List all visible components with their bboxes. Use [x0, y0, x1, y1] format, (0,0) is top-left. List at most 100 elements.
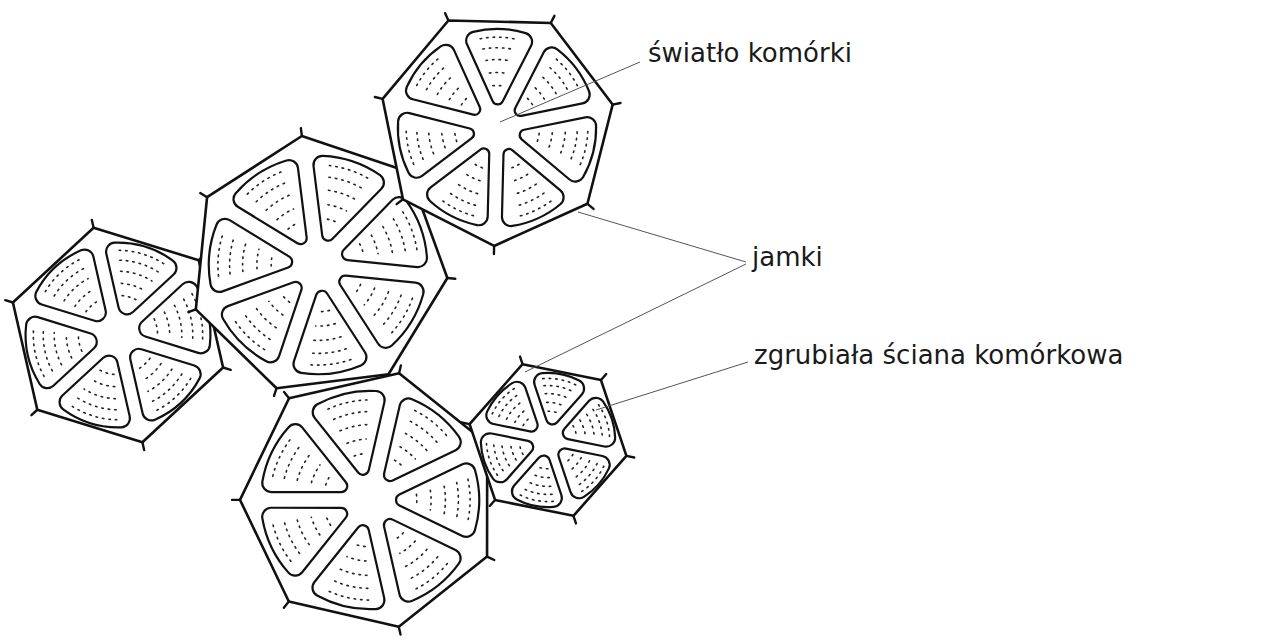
middle-lamella-corner [284, 392, 289, 398]
wall-striation [143, 364, 161, 380]
middle-lamella-corner [487, 557, 494, 560]
wall-striation [395, 460, 404, 467]
wall-striation [574, 461, 590, 479]
wall-striation [284, 446, 299, 478]
wall-striation [410, 557, 438, 579]
wall-striation [288, 223, 298, 229]
middle-lamella-corner [626, 456, 634, 458]
wall-segment [234, 160, 307, 244]
middle-lamella-corner [5, 300, 13, 302]
wall-striation [543, 77, 558, 97]
wall-striation [297, 520, 309, 545]
middle-lamella-corner [223, 368, 231, 370]
wall-striation [99, 370, 114, 375]
wall-striation [154, 319, 157, 334]
wall-striation [284, 522, 299, 554]
wall-striation [417, 56, 441, 85]
wall-striation [230, 239, 234, 274]
wall-striation [519, 494, 553, 501]
middle-lamella-corner [274, 388, 277, 396]
wall-striation [537, 133, 540, 143]
wall-striation [442, 130, 446, 147]
wall-striation [455, 182, 477, 193]
wall-striation [444, 486, 445, 514]
wall-striation [461, 97, 468, 105]
wall-segment [515, 47, 590, 115]
wall-striation [354, 544, 365, 547]
middle-lamella-corner [587, 204, 593, 209]
wall-striation [256, 183, 286, 202]
cell-wall-outline [13, 228, 223, 443]
wall-striation [120, 260, 159, 272]
wall-striation [371, 235, 378, 253]
wall-striation [333, 580, 367, 588]
wall-striation [429, 129, 434, 154]
wall-segment [26, 317, 97, 388]
wall-striation [494, 443, 503, 471]
wall-striation [43, 331, 52, 371]
wall-striation [257, 249, 259, 269]
leader-line [596, 362, 748, 410]
wall-segment [384, 398, 461, 481]
part-label: zgrubiała ściana komórkowa [754, 340, 1123, 371]
wall-segment [563, 398, 615, 447]
part-label: jamki [752, 242, 823, 273]
wall-striation [492, 388, 515, 414]
wall-striation [383, 227, 392, 253]
wall-striation [271, 255, 272, 266]
wall-striation [269, 301, 283, 315]
wall-striation [577, 464, 597, 486]
wall-striation [121, 283, 144, 290]
wall-segment [342, 197, 427, 267]
wall-striation [403, 212, 417, 251]
wall-striation [328, 205, 347, 211]
middle-lamella-corner [462, 423, 470, 425]
cell-wall-outline [470, 364, 627, 516]
wall-striation [184, 299, 193, 339]
wall-striation [139, 358, 150, 369]
wall-striation [437, 75, 453, 94]
wall-striation [327, 219, 338, 223]
wall-striation [400, 447, 415, 459]
middle-lamella-corner [613, 103, 621, 105]
middle-lamella-corner [493, 246, 496, 254]
wall-striation [532, 474, 549, 478]
wall-striation [156, 378, 191, 410]
cell-wall-outline [240, 373, 487, 626]
middle-lamella-corner [92, 220, 94, 228]
wall-striation [311, 517, 319, 535]
wall-striation [405, 549, 427, 566]
wall-striation [355, 284, 361, 294]
wall-striation [537, 467, 548, 469]
wall-striation [75, 290, 93, 306]
wall-striation [426, 65, 447, 90]
wall-striation [511, 174, 527, 181]
sclereid-cell [375, 13, 621, 254]
wall-segment [293, 291, 366, 374]
wall-segment [398, 113, 474, 178]
wall-striation [550, 68, 569, 93]
wall-striation [328, 591, 369, 600]
wall-striation [148, 369, 172, 391]
wall-striation [360, 244, 364, 255]
wall-striation [573, 426, 577, 437]
wall-striation [511, 443, 517, 460]
leader-line [578, 212, 746, 262]
wall-striation [54, 333, 61, 365]
middle-lamella-corner [397, 199, 403, 204]
wall-striation [405, 433, 427, 450]
wall-striation [235, 320, 265, 349]
wall-striation [527, 482, 550, 487]
sclereid-cell [232, 365, 494, 634]
wall-striation [329, 177, 362, 188]
wall-striation [84, 389, 115, 399]
wall-striation [400, 541, 415, 553]
wall-striation [556, 59, 579, 89]
wall-striation [383, 295, 401, 325]
wall-striation [449, 86, 460, 100]
wall-segment [384, 519, 461, 602]
wall-striation [429, 490, 431, 510]
wall-striation [483, 48, 515, 50]
